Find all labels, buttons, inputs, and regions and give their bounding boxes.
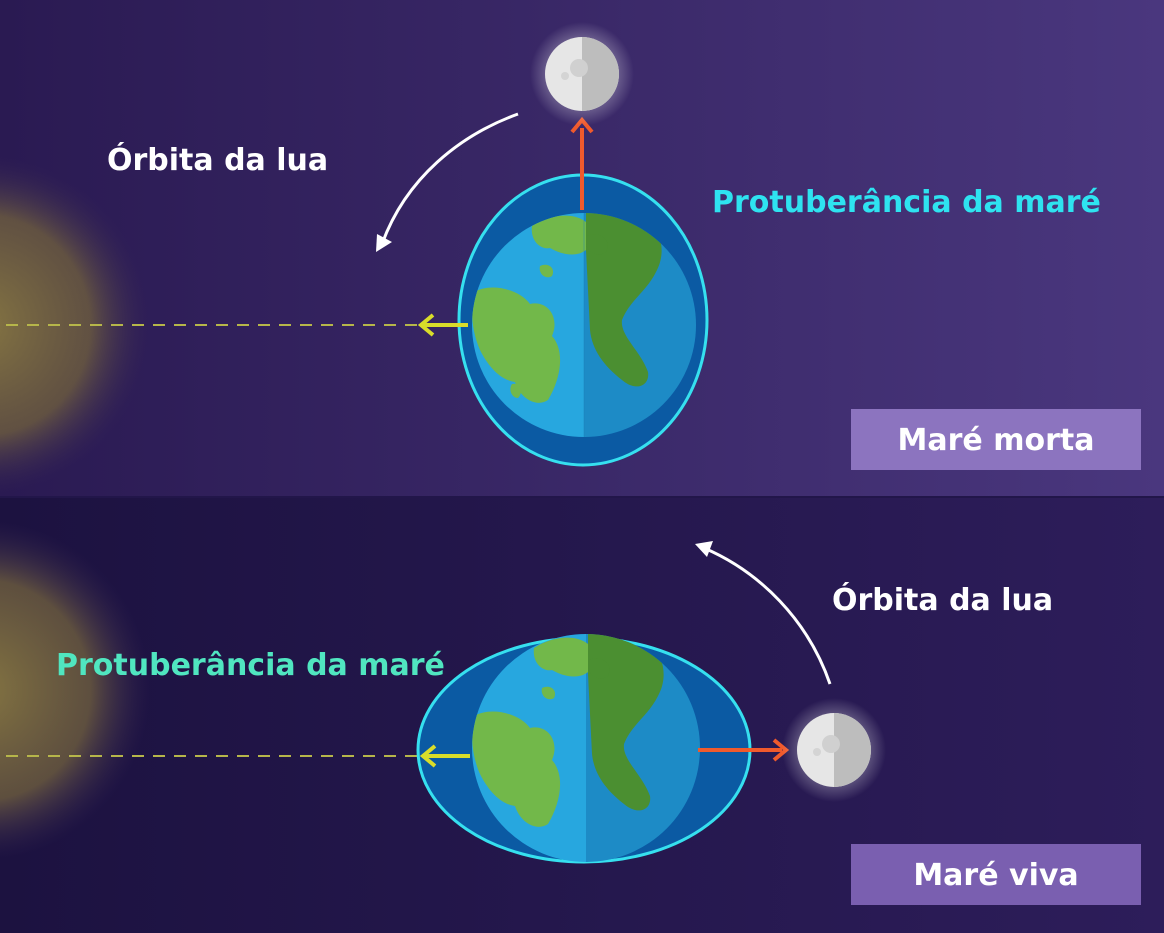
panel-spring-tide: Órbita da lua Protuberância da maré Maré… xyxy=(0,497,1164,933)
sun-glow-icon xyxy=(0,521,150,859)
panel-divider xyxy=(0,496,1164,498)
bulge-label: Protuberância da maré xyxy=(712,185,1101,220)
moon-icon xyxy=(530,22,634,126)
panel-neap-tide: Órbita da lua Protuberância da maré Maré… xyxy=(0,0,1164,497)
moon-icon xyxy=(782,698,886,802)
orbit-arrow-icon[interactable] xyxy=(695,541,832,685)
bulge-label: Protuberância da maré xyxy=(56,648,445,683)
orbit-label: Órbita da lua xyxy=(107,141,328,178)
tide-badge: Maré morta xyxy=(851,409,1141,470)
orbit-label: Órbita da lua xyxy=(832,581,1053,618)
tide-badge-label: Maré morta xyxy=(898,423,1095,458)
orbit-arrow-icon[interactable] xyxy=(376,112,519,252)
tide-badge-label: Maré viva xyxy=(913,858,1078,893)
tide-badge: Maré viva xyxy=(851,844,1141,905)
sun-pull-arrow-icon xyxy=(419,744,470,768)
sun-pull-arrow-icon xyxy=(417,313,468,337)
